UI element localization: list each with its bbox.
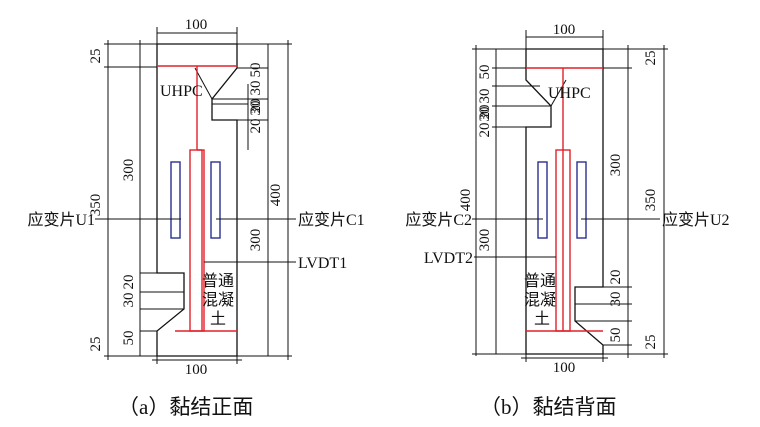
label-gauge-c1: 应变片C1 xyxy=(298,210,365,229)
dim-back-left-20-b: 20 xyxy=(477,123,493,138)
dim-right-30-a: 30 xyxy=(248,81,264,96)
label-uhpc-back: UHPC xyxy=(548,85,591,102)
caption-back: （b）黏结背面 xyxy=(480,395,617,419)
dim-back-left-400: 400 xyxy=(458,189,474,212)
dim-right-400: 400 xyxy=(268,184,284,207)
label-lvdt2: LVDT2 xyxy=(424,250,473,267)
label-concrete-back-line1: 普通 xyxy=(524,272,556,290)
label-uhpc-front: UHPC xyxy=(160,83,203,100)
dim-left-30: 30 xyxy=(121,293,137,308)
label-gauge-u2: 应变片U2 xyxy=(662,210,730,229)
dim-right-20-a: 20 xyxy=(248,99,264,114)
dim-bottom-width-back: 100 xyxy=(553,360,576,376)
caption-front: （a）黏结正面 xyxy=(118,395,253,419)
dim-back-right-25-top: 25 xyxy=(643,51,659,66)
dim-back-left-20-a: 20 xyxy=(477,105,493,120)
dim-back-right-25-bottom: 25 xyxy=(643,335,659,350)
strain-gauge-u2 xyxy=(576,161,587,239)
dim-left-25-bottom: 25 xyxy=(88,337,104,352)
dim-back-right-30: 30 xyxy=(608,292,624,307)
dim-right-50: 50 xyxy=(248,63,264,78)
dim-back-right-300: 300 xyxy=(608,154,624,177)
dim-left-50: 50 xyxy=(121,331,137,346)
dim-bottom-width: 100 xyxy=(185,362,208,378)
dim-right-300: 300 xyxy=(248,229,264,252)
dim-back-right-50: 50 xyxy=(608,328,624,343)
dim-back-left-30-b: 30 xyxy=(477,107,493,122)
label-gauge-c2: 应变片C2 xyxy=(405,210,472,229)
dim-left-25-top: 25 xyxy=(88,49,104,64)
dim-left-350: 350 xyxy=(88,194,104,217)
dim-back-right-20: 20 xyxy=(608,270,624,285)
rebar-sleeve-back xyxy=(555,149,571,332)
label-gauge-u1: 应变片U1 xyxy=(27,210,95,229)
label-concrete-line2: 混凝 xyxy=(202,291,234,309)
dim-top-width-back: 100 xyxy=(553,22,576,38)
dim-back-right-350: 350 xyxy=(643,189,659,212)
dim-right-30-b: 30 xyxy=(248,101,264,116)
specimen-back: 100 100 50 20 30 20 30 400 300 25 300 xyxy=(405,22,729,419)
dim-back-left-30-a: 30 xyxy=(477,89,493,104)
label-lvdt1: LVDT1 xyxy=(298,255,347,272)
strain-gauge-c1 xyxy=(210,161,221,239)
dim-right-20-b: 20 xyxy=(248,119,264,134)
label-concrete-back-line3: 土 xyxy=(534,310,550,328)
label-concrete-line1: 普通 xyxy=(202,272,234,290)
dim-back-left-300: 300 xyxy=(477,229,493,252)
dim-back-left-50: 50 xyxy=(477,65,493,80)
label-concrete-line3: 土 xyxy=(210,310,226,328)
label-concrete-back-line2: 混凝 xyxy=(524,291,556,309)
strain-gauge-u1 xyxy=(170,161,181,239)
dim-left-300: 300 xyxy=(121,159,137,182)
strain-gauge-c2 xyxy=(537,161,548,239)
dim-top-width: 100 xyxy=(185,17,208,33)
specimen-front: 100 100 25 350 300 30 20 50 25 50 20 xyxy=(27,17,364,419)
rebar-sleeve xyxy=(189,149,205,332)
dim-left-20: 20 xyxy=(121,275,137,290)
interface-line xyxy=(194,67,213,100)
